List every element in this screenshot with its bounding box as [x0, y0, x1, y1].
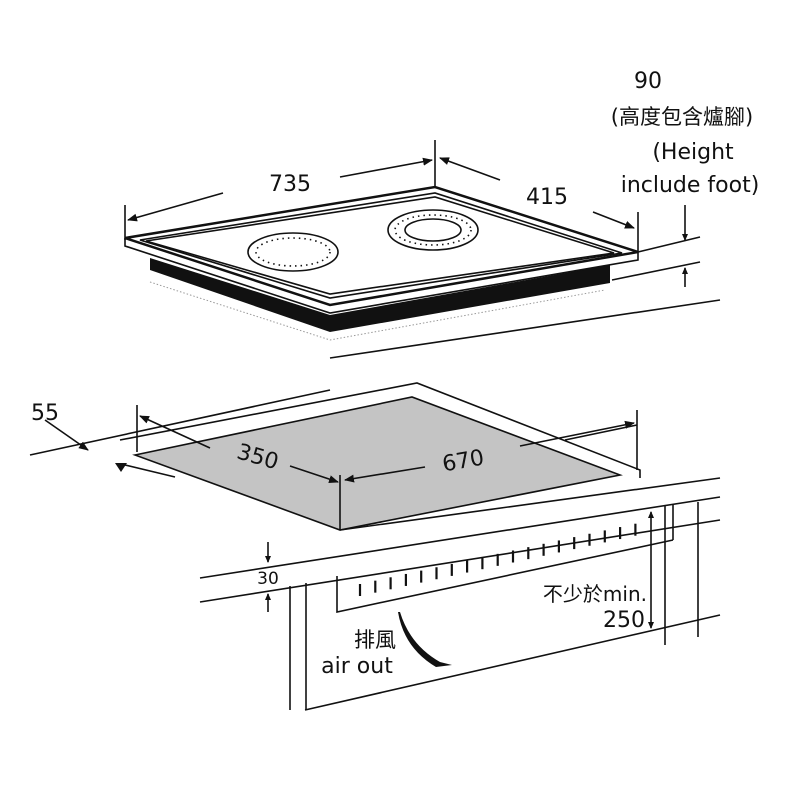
front-margin-label: 55	[31, 401, 59, 426]
hob-inner-border	[139, 192, 623, 299]
air-out-en: air out	[321, 654, 393, 679]
clearance-label-zh: 不少於min.	[543, 582, 647, 606]
clearance-value: 250	[603, 608, 645, 633]
cutout	[132, 396, 623, 531]
hob-base-dotted	[149, 281, 606, 341]
height-label-en-2: include foot)	[621, 173, 760, 198]
cabinet	[199, 496, 721, 711]
hob-base	[150, 258, 610, 332]
burner-right	[387, 209, 479, 251]
countertop	[29, 299, 721, 531]
height-label-en-1: (Height	[652, 140, 734, 165]
air-out-arrow	[398, 612, 452, 667]
width-label: 735	[269, 172, 311, 197]
cutout-frame	[119, 382, 641, 478]
height-label-zh: (高度包含爐腳)	[611, 105, 753, 129]
burner-left	[247, 232, 339, 272]
hob-dimensions	[124, 140, 701, 287]
hob-glass-edge	[124, 238, 639, 314]
vent-panel	[336, 539, 674, 613]
air-out-zh: 排風	[354, 628, 396, 652]
vent-slots	[358, 523, 637, 596]
height-value: 90	[634, 69, 662, 94]
counter-thickness-label: 30	[257, 569, 279, 589]
depth-label: 415	[526, 185, 568, 210]
